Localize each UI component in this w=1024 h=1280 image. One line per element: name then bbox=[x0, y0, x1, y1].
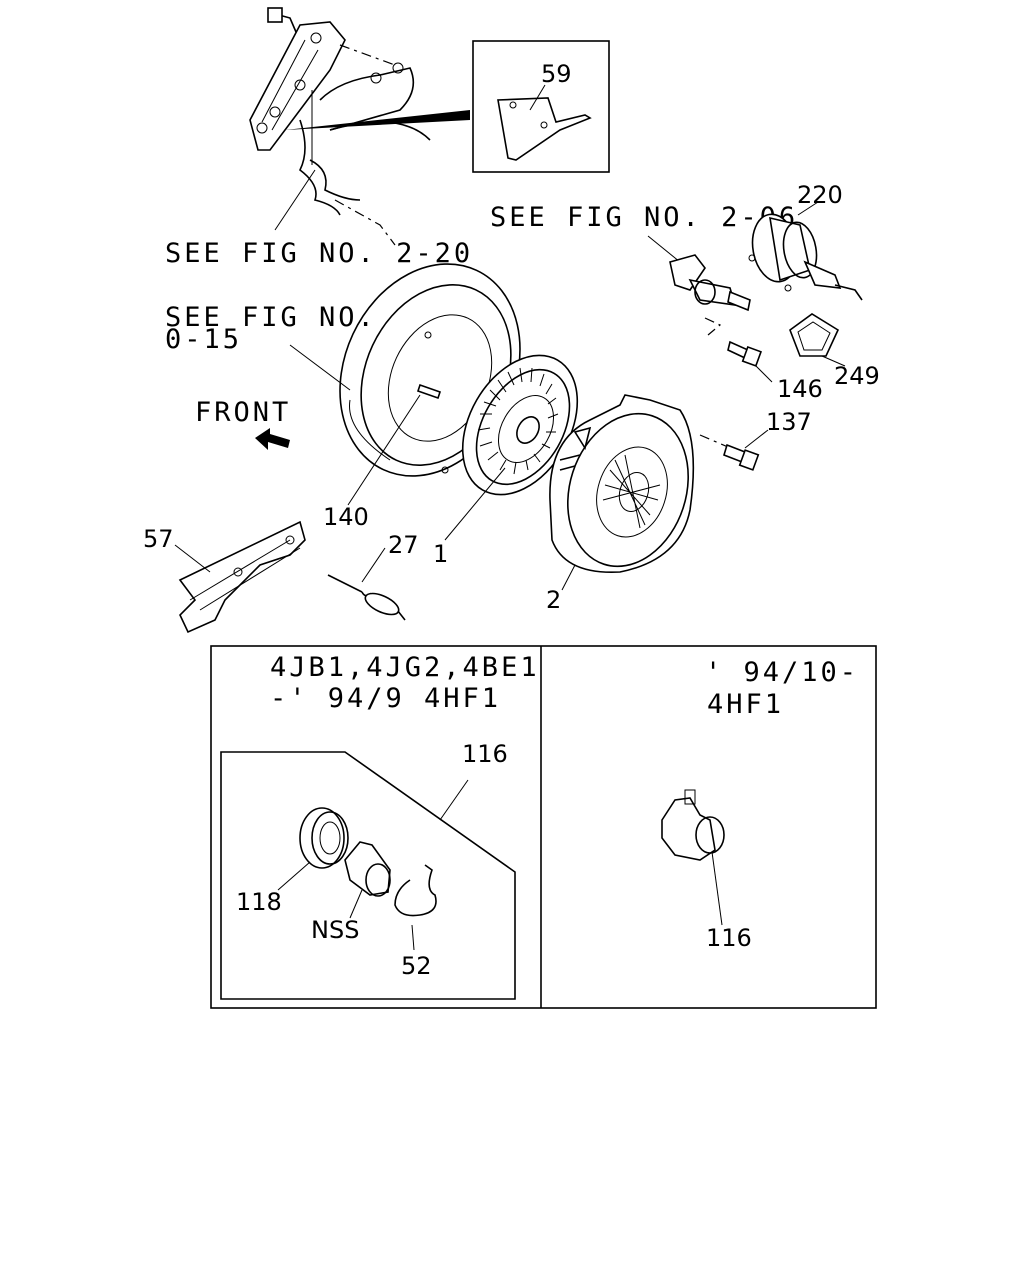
leader-1 bbox=[444, 467, 506, 541]
leader-249 bbox=[821, 355, 846, 367]
inset-part-59 bbox=[472, 40, 610, 173]
right-variant-line2: 4HF1 bbox=[707, 689, 784, 720]
clutch-booster-drawing bbox=[748, 213, 863, 301]
clip-52-drawing bbox=[394, 864, 437, 917]
ref-fig-0-15-line2: 0-15 bbox=[165, 324, 242, 355]
return-spring-drawing bbox=[327, 574, 406, 621]
left-variant-line1: 4JB1,4JG2,4BE1 bbox=[270, 652, 540, 683]
bolt-146-drawing bbox=[727, 340, 762, 367]
leader-52 bbox=[411, 924, 415, 951]
right-variant-line1: ' 94/10- bbox=[705, 657, 859, 688]
callout-2: 2 bbox=[546, 586, 561, 614]
leader-118 bbox=[277, 861, 311, 891]
leader-116-right bbox=[711, 851, 723, 926]
callout-116-right: 116 bbox=[706, 924, 752, 952]
inner-kit-box bbox=[220, 751, 516, 1000]
leader-fig-0-15 bbox=[289, 344, 351, 391]
callout-137: 137 bbox=[766, 408, 812, 436]
callout-220: 220 bbox=[797, 181, 843, 209]
callout-1: 1 bbox=[433, 540, 448, 568]
callout-249: 249 bbox=[834, 362, 880, 390]
bell-housing-drawing bbox=[249, 7, 470, 246]
release-fork-drawing bbox=[178, 520, 306, 634]
leader-140 bbox=[347, 394, 421, 506]
leader-nss bbox=[349, 889, 363, 919]
pressure-plate-drawing bbox=[549, 394, 695, 574]
clutch-disc-drawing bbox=[461, 354, 579, 496]
callout-nss: NSS bbox=[311, 916, 359, 944]
front-label: FRONT bbox=[195, 397, 291, 428]
leader-fig-2-20 bbox=[274, 169, 316, 231]
leader-116-left bbox=[439, 779, 469, 821]
callout-116-left: 116 bbox=[462, 740, 508, 768]
callout-57: 57 bbox=[143, 525, 174, 553]
release-bearing-drawing bbox=[661, 789, 725, 861]
ref-fig-2-20: SEE FIG NO. 2-20 bbox=[165, 238, 473, 269]
callout-27: 27 bbox=[388, 531, 419, 559]
callout-118: 118 bbox=[236, 888, 282, 916]
leader-27 bbox=[361, 547, 386, 583]
leader-57 bbox=[174, 544, 211, 573]
variant-box bbox=[210, 645, 877, 1009]
slave-cylinder-drawing bbox=[669, 254, 751, 336]
leader-fig-2-06 bbox=[647, 235, 681, 263]
callout-59: 59 bbox=[541, 60, 572, 88]
callout-140: 140 bbox=[323, 503, 369, 531]
bolt-137-drawing bbox=[723, 443, 760, 471]
left-variant-line2: -' 94/9 4HF1 bbox=[270, 683, 501, 714]
callout-146: 146 bbox=[777, 375, 823, 403]
leader-146 bbox=[754, 364, 773, 383]
ref-fig-2-06: SEE FIG NO. 2-06 bbox=[490, 202, 798, 233]
leader-137 bbox=[744, 429, 769, 449]
bearing-118-drawing bbox=[299, 807, 349, 869]
release-hub-drawing bbox=[344, 841, 391, 897]
ref-fig-0-15-line1: SEE FIG NO. bbox=[165, 302, 377, 333]
leader-220 bbox=[797, 201, 819, 216]
leader-2 bbox=[561, 564, 576, 591]
callout-52: 52 bbox=[401, 952, 432, 980]
front-arrow-icon bbox=[255, 428, 290, 450]
gasket-249-drawing bbox=[789, 313, 840, 357]
